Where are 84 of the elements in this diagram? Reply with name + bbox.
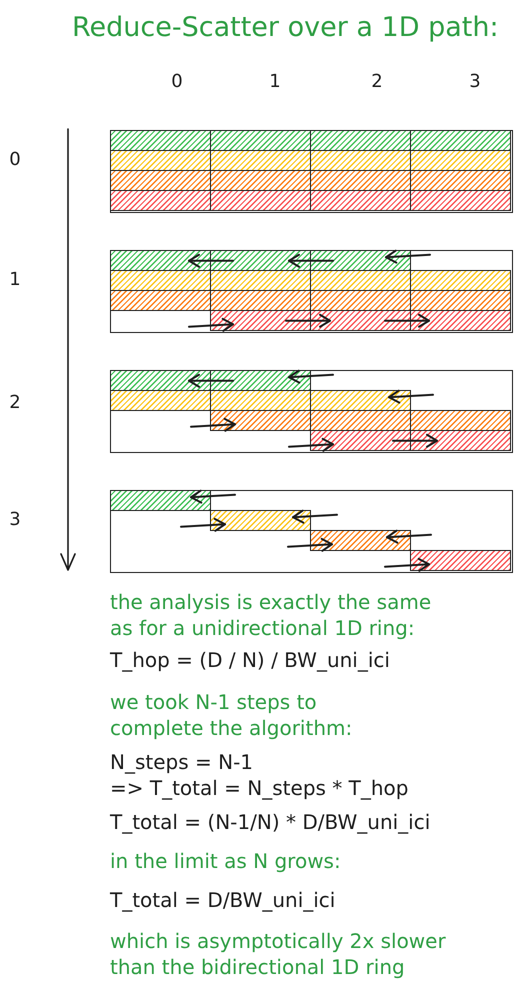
arrow bbox=[180, 518, 226, 532]
data-chunk bbox=[310, 190, 411, 211]
arrow bbox=[188, 374, 234, 388]
data-chunk bbox=[210, 270, 311, 291]
data-chunk bbox=[410, 130, 511, 151]
data-chunk bbox=[310, 150, 411, 171]
data-chunk bbox=[310, 250, 411, 271]
note-text: in the limit as N grows: bbox=[110, 848, 341, 874]
data-chunk bbox=[310, 410, 411, 431]
data-chunk bbox=[110, 150, 211, 171]
data-chunk bbox=[210, 170, 311, 191]
data-chunk bbox=[310, 130, 411, 151]
formula: T_total = D/BW_uni_ici bbox=[110, 887, 336, 913]
note-text: we took N-1 steps to complete the algorithm: bbox=[110, 689, 354, 741]
arrow bbox=[392, 434, 438, 448]
data-chunk bbox=[210, 290, 311, 311]
title: Reduce-Scatter over a 1D path: bbox=[72, 11, 499, 45]
arrow bbox=[292, 510, 338, 524]
data-chunk bbox=[310, 430, 411, 451]
column-number: 1 bbox=[269, 70, 281, 94]
arrow bbox=[190, 418, 236, 432]
arrow bbox=[287, 538, 333, 552]
arrow bbox=[190, 490, 236, 504]
data-chunk bbox=[310, 530, 411, 551]
step-number: 2 bbox=[9, 391, 21, 415]
note-text: which is asymptotically 2x slower than the bidirectional 1D ring bbox=[110, 928, 447, 980]
data-chunk bbox=[410, 150, 511, 171]
data-chunk bbox=[310, 390, 411, 411]
data-chunk bbox=[310, 170, 411, 191]
arrow bbox=[388, 390, 434, 404]
step-panel bbox=[110, 130, 513, 213]
arrow bbox=[288, 438, 334, 452]
data-chunk bbox=[210, 150, 311, 171]
data-chunk bbox=[310, 290, 411, 311]
data-chunk bbox=[110, 290, 211, 311]
data-chunk bbox=[110, 270, 211, 291]
data-chunk bbox=[210, 130, 311, 151]
data-chunk bbox=[310, 270, 411, 291]
data-chunk bbox=[110, 250, 211, 271]
data-chunk bbox=[210, 390, 311, 411]
data-chunk bbox=[410, 270, 511, 291]
data-chunk bbox=[110, 390, 211, 411]
data-chunk bbox=[410, 310, 511, 331]
data-chunk bbox=[110, 170, 211, 191]
arrow bbox=[385, 250, 431, 264]
column-number: 0 bbox=[171, 70, 183, 94]
step-number: 1 bbox=[9, 268, 21, 292]
data-chunk bbox=[110, 190, 211, 211]
data-chunk bbox=[410, 430, 511, 451]
data-chunk bbox=[210, 510, 311, 531]
formula: T_hop = (D / N) / BW_uni_ici bbox=[110, 647, 390, 673]
data-chunk bbox=[110, 370, 211, 391]
arrow bbox=[384, 558, 430, 572]
arrow bbox=[188, 254, 234, 268]
arrow bbox=[288, 370, 334, 384]
step-panel bbox=[110, 490, 513, 573]
step-number: 3 bbox=[9, 508, 21, 532]
arrow bbox=[386, 530, 432, 544]
data-chunk bbox=[110, 130, 211, 151]
arrow bbox=[384, 314, 430, 328]
data-chunk bbox=[410, 410, 511, 431]
arrow bbox=[285, 314, 331, 328]
data-chunk bbox=[410, 290, 511, 311]
column-number: 3 bbox=[469, 70, 481, 94]
arrow bbox=[288, 254, 334, 268]
column-number: 2 bbox=[371, 70, 383, 94]
note-text: the analysis is exactly the same as for a unidirectional 1D ring: bbox=[110, 589, 432, 641]
data-chunk bbox=[210, 250, 311, 271]
step-panel bbox=[110, 250, 513, 333]
data-chunk bbox=[410, 170, 511, 191]
data-chunk bbox=[210, 190, 311, 211]
data-chunk bbox=[410, 550, 511, 571]
data-chunk bbox=[210, 370, 311, 391]
formula: T_total = (N-1/N) * D/BW_uni_ici bbox=[110, 809, 430, 835]
arrow bbox=[188, 318, 234, 332]
formula: => T_total = N_steps * T_hop bbox=[110, 775, 408, 801]
step-panel bbox=[110, 370, 513, 453]
data-chunk bbox=[210, 410, 311, 431]
data-chunk bbox=[310, 310, 411, 331]
step-number: 0 bbox=[9, 148, 21, 172]
data-chunk bbox=[410, 190, 511, 211]
formula: N_steps = N-1 bbox=[110, 749, 254, 775]
data-chunk bbox=[210, 310, 311, 331]
data-chunk bbox=[110, 490, 211, 511]
